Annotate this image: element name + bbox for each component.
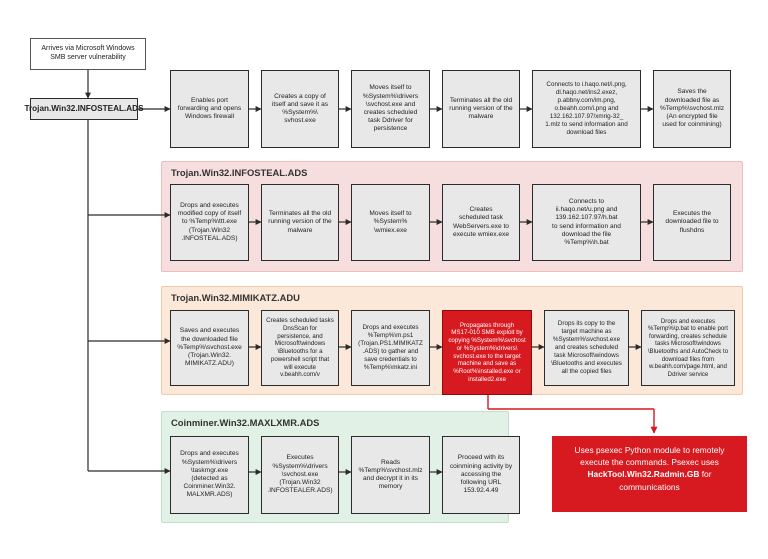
p2-step-drop-copy-target: Drops its copy to the target machine as …: [544, 310, 629, 386]
step-create-copy: Creates a copy of itself and save it as …: [261, 70, 339, 148]
p1-step-connect-hbat: Connects to ii.haqo.net/u.png and 139.16…: [532, 184, 641, 261]
p3-step-coinmining: Proceed with its coinmining activity by …: [442, 436, 520, 514]
p2-step-create-dnsscan-task: Creates scheduled tasks DnsScan for pers…: [261, 310, 339, 386]
mimikatz-panel-title: Trojan.Win32.MIMIKATZ.ADU: [171, 292, 300, 303]
step-save-mlz: Saves the downloaded file as %Temp%\svch…: [653, 70, 731, 148]
p1-step-create-webservers-task: Creates scheduled task WebServers.exe to…: [442, 184, 520, 261]
p2-step-save-svchost: Saves and executes the downloaded file %…: [170, 310, 249, 386]
infosteal-panel-title: Trojan.Win32.INFOSTEAL.ADS: [171, 167, 308, 178]
entry-vector-note: Arrives via Microsoft Windows SMB server…: [30, 38, 146, 70]
p3-step-read-mlz: Reads %Temp%\svchost.mlz and decrypt it …: [351, 436, 430, 514]
callout-text-before: Uses psexec Python module to remotely ex…: [574, 445, 725, 468]
p1-step-move-wmiex: Moves itself to %System% \wmiex.exe: [351, 184, 430, 261]
p3-step-drop-taskmgr: Drops and executes %System%\drivers \tas…: [170, 436, 249, 514]
step-connect-download: Connects to i.haqo.net/i.png, dl.haqo.ne…: [532, 70, 641, 148]
callout-highlight: HackTool.Win32.Radmin.GB: [587, 469, 700, 480]
step-terminate-old: Terminates all the old running version o…: [442, 70, 520, 148]
psexec-callout: Uses psexec Python module to remotely ex…: [552, 436, 747, 512]
p2-step-drop-mps1: Drops and executes %Temp%\m.ps1 (Trojan.…: [351, 310, 430, 386]
step-move-drivers-svchost: Moves itself to %System%\drivers \svchos…: [351, 70, 430, 148]
p1-step-flushdns: Executes the downloaded file to flushdns: [653, 184, 731, 261]
p2-step-drop-pbat: Drops and executes %Temp%\p.bat to enabl…: [641, 310, 735, 386]
coinminer-panel-title: Coinminer.Win32.MAXLXMR.ADS: [171, 417, 320, 428]
p3-step-execute-svchost: Executes %System%\drivers \svchost.exe (…: [261, 436, 339, 514]
p2-step-propagate-ms17-010: Propagates through MS17-010 SMB exploit …: [442, 310, 532, 395]
root-malware-box: Trojan.Win32.INFOSTEAL.ADS: [24, 98, 144, 120]
step-enable-port-forwarding: Enables port forwarding and opens Window…: [170, 70, 249, 148]
p1-step-drop-ttt: Drops and executes modified copy of itse…: [170, 184, 249, 261]
callout-text-after: for communications: [619, 469, 712, 492]
p1-step-terminate-old: Terminates all the old running version o…: [261, 184, 339, 261]
